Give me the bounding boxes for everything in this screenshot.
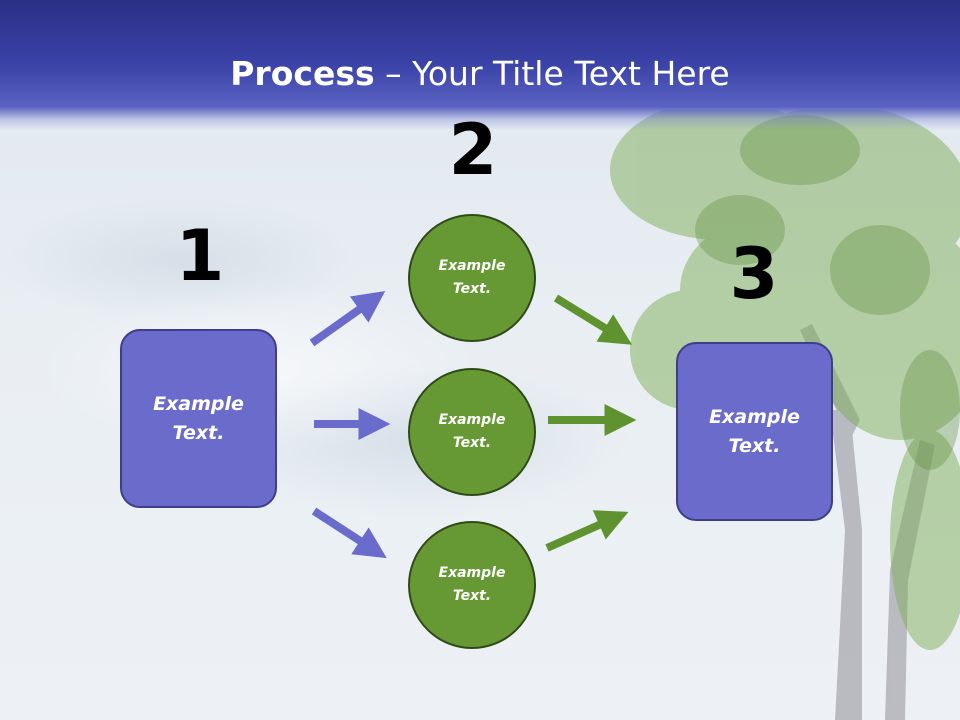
step-number-2: 2 bbox=[448, 109, 498, 191]
arrow-bottom-to-3 bbox=[545, 510, 629, 552]
step-1-box: Example Text. bbox=[120, 329, 277, 508]
node-bottom-label: Example Text. bbox=[438, 565, 506, 604]
step-2-node-middle: Example Text. bbox=[408, 368, 536, 496]
step-3-box: Example Text. bbox=[676, 342, 833, 521]
arrow-1-to-top bbox=[309, 291, 386, 347]
title-rest: – Your Title Text Here bbox=[374, 54, 730, 93]
step-number-1: 1 bbox=[175, 215, 225, 297]
node-top-label: Example Text. bbox=[438, 258, 506, 297]
step-3-label: Example Text. bbox=[709, 405, 800, 457]
arrow-top-to-3 bbox=[553, 294, 633, 345]
step-2-node-bottom: Example Text. bbox=[408, 521, 536, 649]
step-1-label: Example Text. bbox=[153, 392, 244, 444]
arrow-1-to-bottom bbox=[311, 507, 387, 559]
node-middle-label: Example Text. bbox=[438, 412, 506, 451]
title-bold: Process bbox=[230, 54, 375, 93]
title-bar bbox=[0, 0, 960, 130]
step-2-node-top: Example Text. bbox=[408, 214, 536, 342]
step-number-3: 3 bbox=[729, 233, 779, 315]
slide-title: Process – Your Title Text Here bbox=[0, 52, 960, 96]
